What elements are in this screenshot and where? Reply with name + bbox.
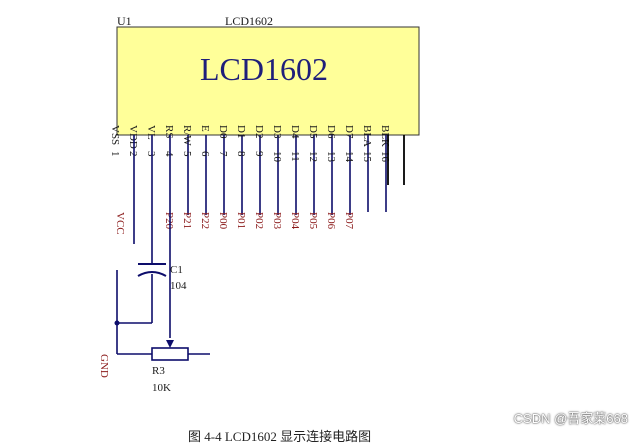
pin-label-1: VSS: [109, 125, 121, 145]
pin-number-15: 15: [361, 151, 373, 163]
pin-number-16: 16: [379, 151, 391, 163]
pin-number-5: 5: [181, 151, 193, 157]
pin-label-12: D5: [307, 125, 319, 139]
pin-label-14: D7: [343, 125, 355, 139]
wiper-arrow-icon: [166, 340, 174, 348]
pin-number-11: 11: [289, 151, 301, 162]
capacitor-value: 104: [170, 280, 187, 292]
net-label-p04: P04: [289, 212, 301, 230]
pin-label-16: BLK: [379, 125, 391, 147]
lcd-body-label: LCD1602: [200, 51, 328, 87]
net-label-p06: P06: [325, 212, 337, 230]
pin-label-6: E: [199, 125, 211, 132]
figure-caption: 图 4-4 LCD1602 显示连接电路图: [188, 429, 372, 444]
pin-label-10: D3: [271, 125, 283, 139]
component-part-label: LCD1602: [225, 14, 273, 28]
net-label-p02: P02: [253, 212, 265, 229]
pin-number-4: 4: [163, 151, 175, 157]
pin-label-13: D6: [325, 125, 337, 139]
pin-group: VSS 1 VDD 2 VL 3 RS 4 R/W 5 E 6 D0 7 D1 8 D2 9 D3 10 D4 11 D5 1…: [109, 125, 405, 215]
pin-number-9: 9: [253, 151, 265, 157]
pin-number-12: 12: [307, 151, 319, 162]
contrast-network: [116, 135, 210, 355]
pin-label-11: D4: [289, 125, 301, 139]
resistor-ref: R3: [152, 365, 165, 377]
pin-number-1: 1: [109, 151, 121, 157]
pin-label-7: D0: [217, 125, 229, 139]
pin-number-7: 7: [217, 151, 229, 157]
capacitor-ref: C1: [170, 264, 183, 276]
pin-label-9: D2: [253, 125, 265, 138]
pin-number-2: 2: [127, 151, 139, 157]
pin-number-6: 6: [199, 151, 211, 157]
capacitor-plate-bottom: [137, 271, 167, 277]
pin-label-8: D1: [235, 125, 247, 138]
net-label-p00: P00: [217, 212, 229, 230]
pin-label-4: RS: [163, 125, 175, 138]
net-label-p21: P21: [181, 212, 193, 229]
pin-label-3: VL: [145, 125, 157, 140]
lcd-module-body: [116, 26, 420, 136]
gnd-label: GND: [98, 354, 110, 378]
pin-number-13: 13: [325, 151, 337, 163]
resistor-body: [151, 347, 189, 361]
net-label-p20: P20: [163, 212, 175, 230]
net-label-p01: P01: [235, 212, 247, 229]
pin-number-14: 14: [343, 151, 355, 163]
net-label-p05: P05: [307, 212, 319, 230]
pin-number-8: 8: [235, 151, 247, 157]
pin-label-15: BLA: [361, 125, 373, 147]
watermark: CSDN @吾家菜668: [513, 411, 628, 426]
resistor-value: 10K: [152, 382, 171, 394]
net-label-p03: P03: [271, 212, 283, 230]
pin-label-2: VDD: [127, 125, 139, 149]
net-label-group: VCC P20 P21 P22 P00 P01 P02 P03 P04 P05 P06 P07: [114, 212, 355, 235]
component-ref-label: U1: [117, 14, 132, 28]
net-label-vcc: VCC: [114, 212, 126, 235]
pin-label-5: R/W: [181, 125, 193, 146]
net-label-p22: P22: [199, 212, 211, 229]
pin-number-3: 3: [145, 151, 157, 157]
pin-number-10: 10: [271, 151, 283, 163]
junction-dot: [114, 320, 120, 326]
net-label-p07: P07: [343, 212, 355, 230]
